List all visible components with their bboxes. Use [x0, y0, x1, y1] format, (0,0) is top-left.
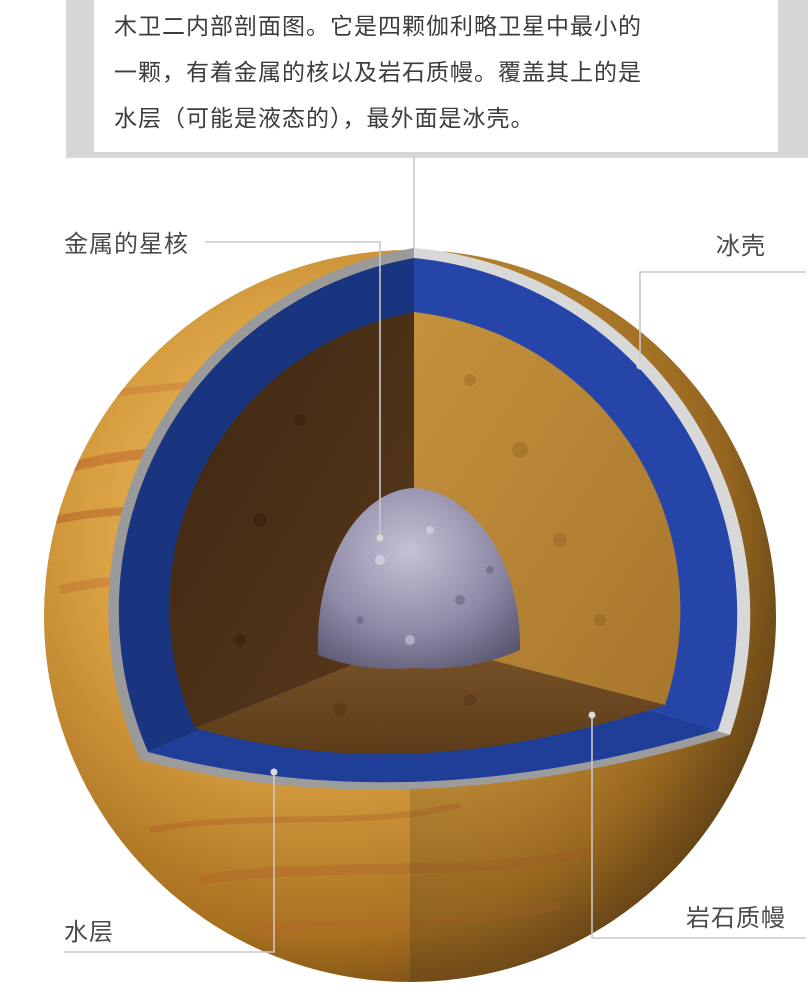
metal-core-label: 金属的星核	[64, 230, 189, 258]
water-pointer-dot	[270, 768, 278, 776]
caption-line: 木卫二内部剖面图。它是四颗伽利略卫星中最小的	[114, 14, 642, 40]
ice-shell-label: 冰壳	[716, 232, 766, 260]
ice-pointer-dot	[636, 362, 644, 370]
core-pointer-dot	[376, 534, 384, 542]
rock-mantle-label: 岩石质幔	[686, 904, 786, 932]
water-leader-line	[64, 772, 275, 953]
mantle-pointer-dot	[588, 711, 596, 719]
ice-leader-line	[639, 271, 806, 366]
metal-core	[317, 488, 521, 669]
water-layer-label: 水层	[64, 918, 114, 946]
core-leader-line	[205, 241, 381, 538]
rock-mantle-floor	[195, 640, 665, 755]
core-texture	[356, 526, 494, 645]
caption-box	[94, 0, 778, 152]
mantle-leader-line	[591, 715, 806, 939]
caption-line: 水层（可能是液态的），最外面是冰壳。	[114, 106, 535, 132]
caption-text: 木卫二内部剖面图。它是四颗伽利略卫星中最小的 一颗，有着金属的核以及岩石质幔。覆…	[114, 4, 774, 142]
caption-line: 一颗，有着金属的核以及岩石质幔。覆盖其上的是	[114, 60, 642, 86]
leader-dots	[270, 362, 644, 776]
leader-lines	[64, 158, 806, 953]
